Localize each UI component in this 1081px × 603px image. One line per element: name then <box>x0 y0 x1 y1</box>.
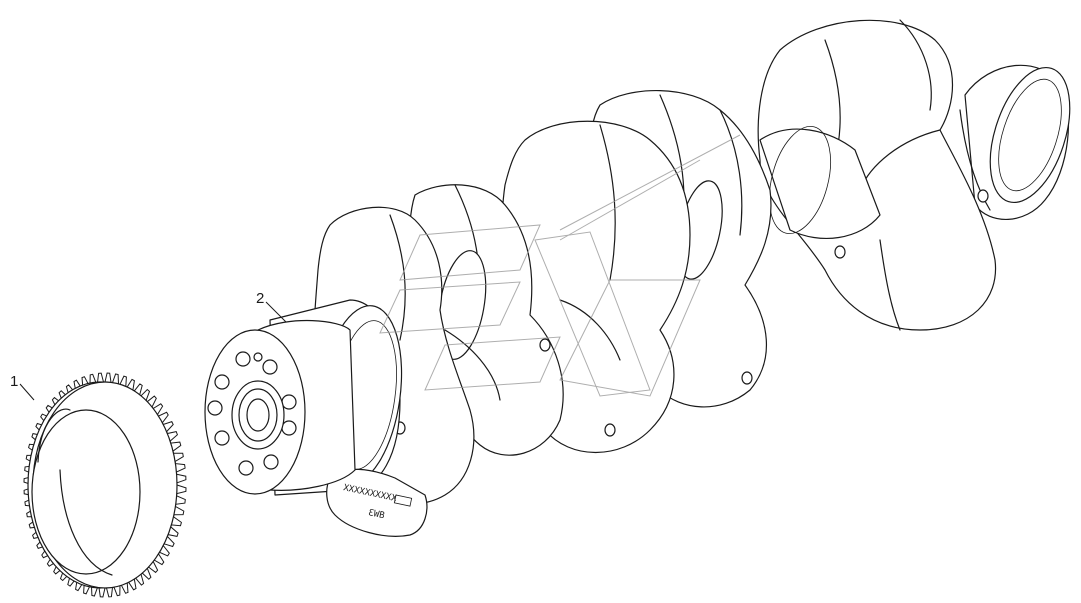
bolt-hole <box>263 454 279 470</box>
bolt-hole <box>235 351 251 367</box>
callout-label-2: 2 <box>256 290 264 307</box>
callout-1: 1 <box>10 373 35 401</box>
crankshaft: XXXXXXXXXX ƐWB <box>204 19 1071 537</box>
rear-journal <box>959 64 1071 220</box>
front-flange <box>204 320 356 495</box>
bolt-hole <box>207 400 223 416</box>
callout-label-1: 1 <box>10 373 18 390</box>
bolt-hole <box>214 430 230 446</box>
serial-plate: XXXXXXXXXX ƐWB <box>326 468 428 537</box>
bolt-hole <box>214 374 230 390</box>
callout-2: 2 <box>256 290 287 323</box>
stamp-mark: ƐWB <box>367 508 385 521</box>
bolt-hole <box>281 394 297 410</box>
gear-ring <box>23 372 187 598</box>
rear-counterweight <box>757 19 997 331</box>
dowel-pin <box>253 352 263 362</box>
bolt-hole <box>238 460 254 476</box>
bolt-hole <box>281 420 297 436</box>
bolt-hole <box>262 359 278 375</box>
crank-pin-rear <box>759 125 881 240</box>
watermark-logo <box>379 134 741 397</box>
